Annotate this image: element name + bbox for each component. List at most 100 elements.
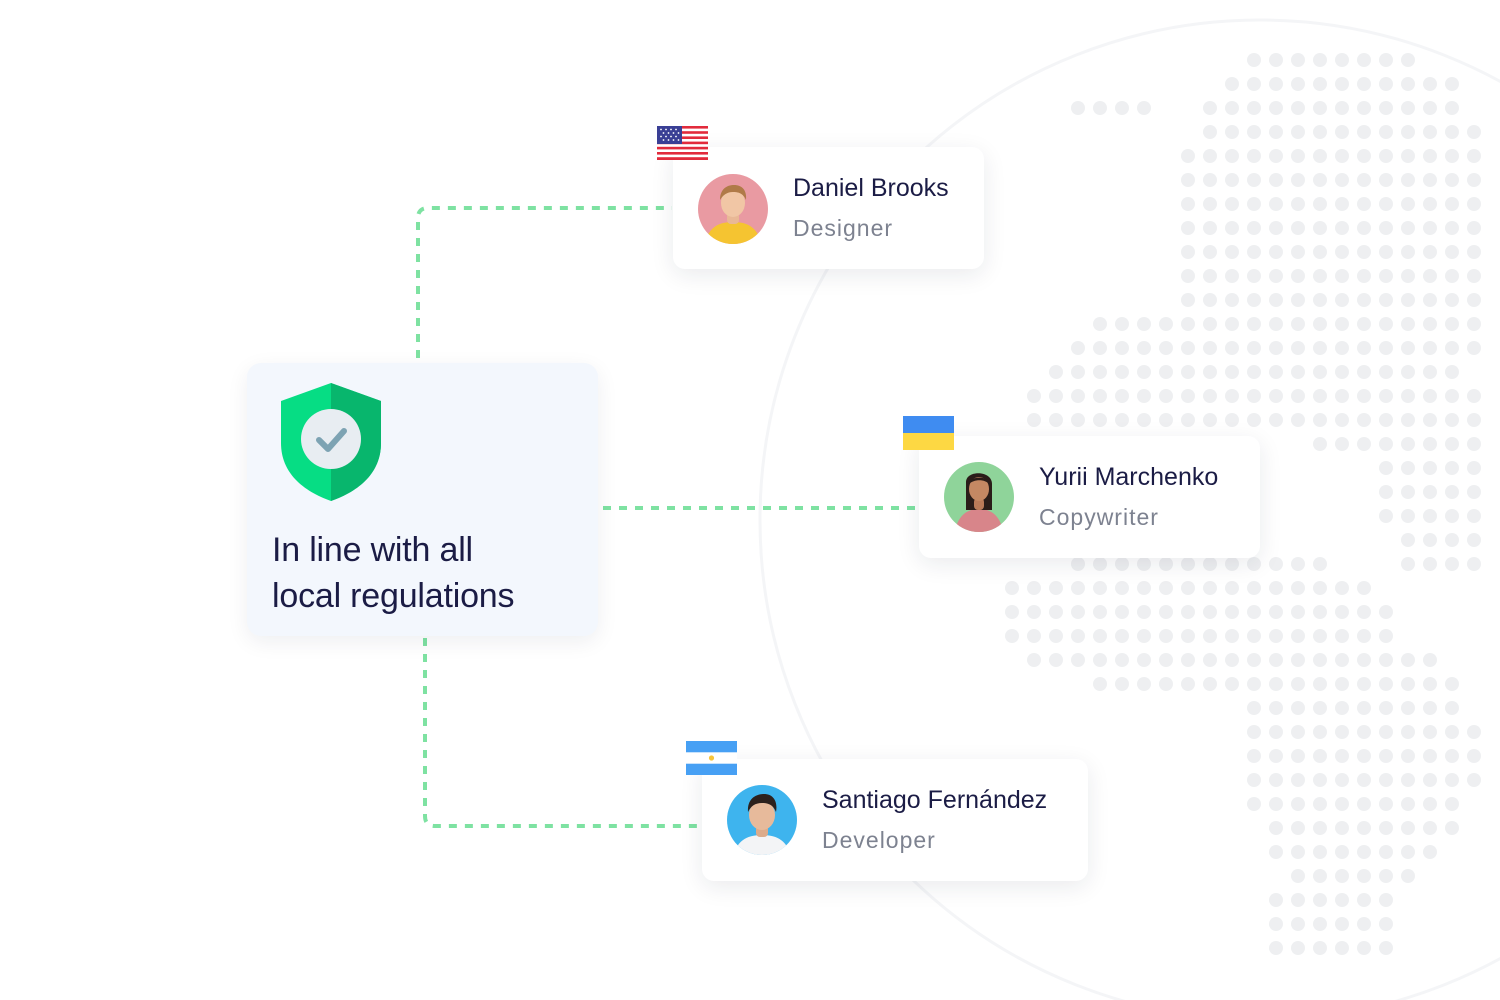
globe-dot: [1313, 317, 1327, 331]
globe-dot: [1093, 605, 1107, 619]
globe-dot: [1313, 845, 1327, 859]
globe-dot: [1313, 293, 1327, 307]
globe-dot: [1357, 341, 1371, 355]
globe-dot: [1357, 653, 1371, 667]
globe-dot: [1357, 893, 1371, 907]
globe-dot: [1225, 341, 1239, 355]
person-role: Copywriter: [1039, 504, 1159, 530]
globe-dot: [1291, 869, 1305, 883]
globe-dot: [1335, 677, 1349, 691]
globe-dot: [1049, 413, 1063, 427]
globe-dot: [1467, 773, 1481, 787]
globe-dot: [1357, 365, 1371, 379]
globe-dot: [1247, 557, 1261, 571]
globe-dot: [1247, 701, 1261, 715]
globe-dot: [1313, 677, 1327, 691]
globe-dot: [1313, 581, 1327, 595]
globe-dot: [1225, 581, 1239, 595]
globe-dot: [1379, 389, 1393, 403]
globe-dot: [1423, 485, 1437, 499]
globe-dot: [1379, 605, 1393, 619]
globe-dot: [1313, 869, 1327, 883]
globe-dot: [1313, 173, 1327, 187]
globe-dot: [1379, 773, 1393, 787]
globe-dot: [1445, 365, 1459, 379]
person-role: Designer: [793, 215, 894, 241]
globe-dot: [1401, 869, 1415, 883]
globe-dot: [1159, 413, 1173, 427]
globe-dot: [1247, 101, 1261, 115]
globe-dot: [1467, 557, 1481, 571]
globe-dot: [1269, 581, 1283, 595]
globe-dot: [1269, 125, 1283, 139]
globe-dot: [1335, 245, 1349, 259]
globe-dot: [1291, 149, 1305, 163]
globe-dot: [1203, 101, 1217, 115]
globe-dot: [1423, 773, 1437, 787]
globe-dot: [1181, 629, 1195, 643]
globe-dot: [1445, 413, 1459, 427]
globe-dot: [1313, 245, 1327, 259]
globe-dot: [1115, 605, 1129, 619]
globe-dot: [1423, 341, 1437, 355]
globe-dot: [1335, 293, 1349, 307]
globe-dot: [1137, 677, 1151, 691]
globe-dot: [1401, 773, 1415, 787]
globe-dot: [1269, 893, 1283, 907]
shield-check-icon: [281, 383, 381, 501]
globe-dot: [1467, 725, 1481, 739]
globe-dot: [1291, 269, 1305, 283]
globe-dot: [1291, 413, 1305, 427]
globe-dot: [1423, 533, 1437, 547]
globe-dot: [1181, 677, 1195, 691]
globe-dot: [1401, 557, 1415, 571]
globe-dot: [1203, 653, 1217, 667]
globe-dot: [1379, 917, 1393, 931]
globe-dot: [1247, 197, 1261, 211]
globe-dot: [1357, 701, 1371, 715]
globe-dot: [1247, 797, 1261, 811]
globe-dot: [1379, 365, 1393, 379]
globe-dot: [1379, 749, 1393, 763]
globe-dot: [1357, 317, 1371, 331]
person-name: Daniel Brooks: [793, 174, 949, 202]
globe-dot: [1357, 125, 1371, 139]
globe-dot: [1291, 293, 1305, 307]
globe-dot: [1357, 101, 1371, 115]
avatar: [727, 785, 797, 855]
globe-dot: [1137, 365, 1151, 379]
globe-dot: [1181, 173, 1195, 187]
globe-dot: [1115, 413, 1129, 427]
globe-dot: [1269, 53, 1283, 67]
globe-outline: [758, 18, 1500, 1000]
globe-dot: [1269, 845, 1283, 859]
globe-dot: [1379, 869, 1393, 883]
globe-dot: [1357, 413, 1371, 427]
globe-dot: [1445, 773, 1459, 787]
globe-dot: [1269, 773, 1283, 787]
globe-dot: [1203, 365, 1217, 379]
compliance-heading-line-1: In line with all: [272, 531, 473, 569]
globe-dot: [1445, 389, 1459, 403]
globe-dot: [1071, 581, 1085, 595]
globe-dot: [1423, 653, 1437, 667]
globe-dot: [1335, 317, 1349, 331]
globe-dot: [1269, 653, 1283, 667]
globe-dot: [1357, 629, 1371, 643]
globe-dot: [1379, 677, 1393, 691]
globe-dot: [1335, 581, 1349, 595]
globe-dot: [1247, 317, 1261, 331]
globe-dot: [1401, 221, 1415, 235]
globe-dot: [1335, 821, 1349, 835]
globe-dot: [1115, 341, 1129, 355]
compliance-heading: In line with all local regulations: [272, 527, 592, 619]
globe-dot: [1225, 557, 1239, 571]
globe-dot: [1225, 653, 1239, 667]
globe-dot: [1313, 773, 1327, 787]
globe-dot: [1423, 725, 1437, 739]
globe-dot: [1269, 701, 1283, 715]
globe-dot: [1379, 941, 1393, 955]
globe-dot: [1423, 269, 1437, 283]
globe-dot: [1357, 869, 1371, 883]
globe-dot: [1357, 797, 1371, 811]
